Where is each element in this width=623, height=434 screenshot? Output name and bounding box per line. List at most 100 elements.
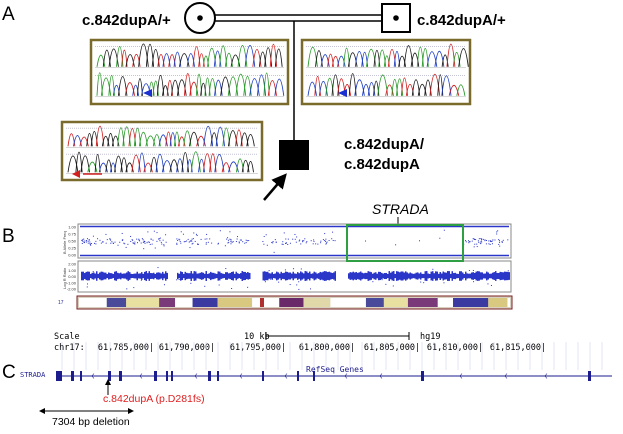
lrr-point-cluster <box>439 272 441 280</box>
lrr-point-cluster <box>157 272 159 280</box>
lrr-point-cluster <box>186 272 188 280</box>
mother-chromatogram-trace-peak <box>136 78 143 96</box>
proband-chromatogram-trace-peak <box>227 130 238 147</box>
lrr-point-cluster <box>88 271 90 281</box>
baf-point <box>312 243 314 245</box>
lrr-point-cluster <box>226 272 228 280</box>
lrr-point-cluster <box>478 271 480 281</box>
baf-point <box>95 240 97 242</box>
father-chromatogram-trace-peak <box>325 77 335 96</box>
lrr-scatter <box>81 267 510 290</box>
baf-point <box>302 241 304 243</box>
baf-point <box>499 241 501 243</box>
baf-point <box>138 238 140 240</box>
ideogram-band <box>488 298 508 307</box>
father-chromatogram-trace-peak <box>405 83 415 96</box>
lrr-point-cluster <box>217 271 219 281</box>
baf-point <box>132 242 134 244</box>
lrr-point-cluster <box>391 271 393 281</box>
baf-point <box>299 239 301 241</box>
mother-genotype: c.842dupA/+ <box>82 12 171 29</box>
lrr-point-cluster <box>303 273 305 279</box>
strada-gene-model <box>56 371 612 381</box>
lrr-point <box>225 268 227 270</box>
lrr-point-cluster <box>184 271 186 281</box>
proband-arrow <box>263 173 287 201</box>
baf-point <box>474 239 476 241</box>
father-chromatogram-trace-peak <box>385 84 394 96</box>
baf-point <box>105 242 107 244</box>
lrr-point-cluster <box>379 271 381 281</box>
baf-point <box>204 238 206 240</box>
lrr-point-cluster <box>310 273 312 279</box>
lrr-point-cluster <box>435 271 437 281</box>
lrr-point-cluster <box>307 272 309 280</box>
chromatograms <box>60 38 472 182</box>
ideogram-band <box>365 298 384 307</box>
gene-exon <box>108 371 111 381</box>
lrr-point <box>133 287 135 289</box>
baf-point <box>283 232 285 234</box>
lrr-point-cluster <box>204 273 206 279</box>
lrr-point <box>298 281 300 283</box>
lrr-point-cluster <box>234 273 236 279</box>
ideogram-band <box>303 298 331 307</box>
mother-chromatogram-trace-peak <box>230 54 241 67</box>
baf-point <box>324 233 326 235</box>
lrr-point-cluster <box>205 271 207 281</box>
lrr-point-cluster <box>121 273 123 279</box>
father-carrier-dot <box>393 15 399 21</box>
lrr-point-cluster <box>124 273 126 279</box>
baf-point <box>481 241 483 243</box>
gene-strand-chevron <box>379 373 383 379</box>
baf-point <box>138 239 140 241</box>
lrr-point-cluster <box>454 272 456 280</box>
proband-mutation-marker <box>72 170 80 178</box>
lrr-point-cluster <box>397 271 399 281</box>
baf-point <box>499 245 501 247</box>
baf-tick-label: 0.00 <box>68 253 77 258</box>
lrr-point-cluster <box>328 271 330 281</box>
baf-point <box>114 241 116 243</box>
lrr-point-cluster <box>192 273 194 279</box>
baf-point <box>186 240 188 242</box>
baf-point <box>191 240 193 242</box>
lrr-point-cluster <box>402 271 404 281</box>
mother-chromatogram-trace-peak <box>249 78 260 96</box>
lrr-point-cluster <box>406 272 408 280</box>
lrr-point-cluster <box>294 273 296 279</box>
baf-point <box>289 242 291 244</box>
lrr-point-cluster <box>498 272 500 280</box>
proband-chromatogram-trace-peak <box>143 162 153 173</box>
baf-point <box>100 242 102 244</box>
baf-point <box>110 242 112 244</box>
baf-point <box>147 241 149 243</box>
lrr-point-cluster <box>508 272 510 280</box>
lrr-point <box>472 278 474 280</box>
lrr-point-cluster <box>151 273 153 279</box>
lrr-point-cluster <box>427 273 429 279</box>
baf-point <box>147 231 149 233</box>
gene-exon <box>71 371 74 381</box>
baf-point <box>230 239 232 241</box>
baf-point <box>285 242 287 244</box>
lrr-point-cluster <box>438 273 440 279</box>
baf-point <box>334 240 336 242</box>
baf-point <box>95 243 97 245</box>
baf-point <box>136 242 138 244</box>
lrr-point-cluster <box>249 272 251 280</box>
mother-carrier-dot <box>197 15 203 21</box>
baf-point <box>501 241 503 243</box>
lrr-point <box>231 288 233 290</box>
baf-point <box>476 243 478 245</box>
lrr-point <box>218 284 220 286</box>
lrr-point-cluster <box>456 273 458 279</box>
baf-point <box>144 242 146 244</box>
lrr-point-cluster <box>244 271 246 281</box>
lrr-point-cluster <box>178 273 180 279</box>
lrr-point-cluster <box>352 271 354 281</box>
lrr-point-cluster <box>420 272 422 280</box>
lrr-point-cluster <box>286 271 288 281</box>
baf-point <box>324 240 326 242</box>
coordinate-label: 61,785,000| <box>98 343 154 353</box>
